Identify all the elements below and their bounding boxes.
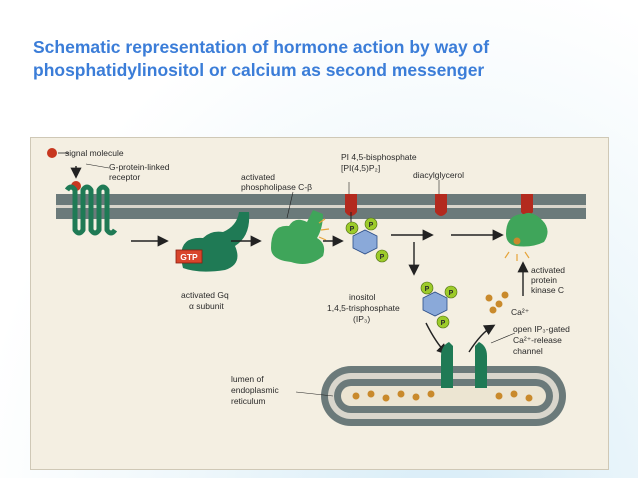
- ip3-gated-channel-icon: [441, 342, 487, 388]
- phosphate-label: P: [350, 226, 355, 233]
- ip3-label: (IP₃): [353, 314, 370, 324]
- ip3-label: inositol: [349, 292, 376, 302]
- calcium-label: Ca²⁺: [511, 307, 530, 317]
- plc-label: phospholipase C-β: [241, 182, 312, 192]
- gtp-label: GTP: [180, 252, 198, 262]
- er-label: reticulum: [231, 396, 265, 406]
- er-label: endoplasmic: [231, 385, 279, 395]
- phosphate-label: P: [425, 286, 430, 293]
- slide-title: Schematic representation of hormone acti…: [33, 37, 490, 80]
- gq-label: α subunit: [189, 301, 224, 311]
- diagram-panel: GTP P P P: [30, 137, 609, 470]
- dag-label: diacylglycerol: [413, 170, 464, 180]
- ip3-molecule-icon: P P P: [420, 281, 458, 329]
- protein-kinase-c-icon: [504, 194, 548, 261]
- pkc-label: kinase C: [531, 285, 564, 295]
- pip2-label: [PI(4,5)P₂]: [341, 163, 380, 173]
- er-label: lumen of: [231, 374, 264, 384]
- calcium-ions: [352, 291, 533, 402]
- gtp-badge: GTP: [175, 249, 203, 264]
- channel-label: open IP₃-gated: [513, 324, 570, 334]
- phosphate-label: P: [369, 222, 374, 229]
- endoplasmic-reticulum-icon: [321, 366, 566, 426]
- signal-molecule-label: signal molecule: [65, 148, 124, 158]
- phosphate-label: P: [441, 320, 446, 327]
- channel-label: Ca²⁺-release: [513, 335, 562, 345]
- pathway-diagram: GTP P P P: [47, 148, 586, 426]
- phosphate-label: P: [449, 290, 454, 297]
- pkc-label: protein: [531, 275, 557, 285]
- phospholipase-c-icon: [271, 210, 330, 264]
- gq-label: activated Gq: [181, 290, 229, 300]
- pkc-label: activated: [531, 265, 565, 275]
- gpcr-label: receptor: [109, 172, 140, 182]
- gpcr-label: G-protein-linked: [109, 162, 170, 172]
- ip3-label: 1,4,5-trisphosphate: [327, 303, 400, 313]
- pip2-label: PI 4,5-bisphosphate: [341, 152, 417, 162]
- plc-label: activated: [241, 172, 275, 182]
- pip2-lipid-icon: P P P: [345, 194, 389, 263]
- gpcr-receptor-icon: [64, 184, 118, 236]
- phosphate-label: P: [380, 254, 385, 261]
- channel-label: channel: [513, 346, 543, 356]
- diacylglycerol-icon: [435, 194, 447, 216]
